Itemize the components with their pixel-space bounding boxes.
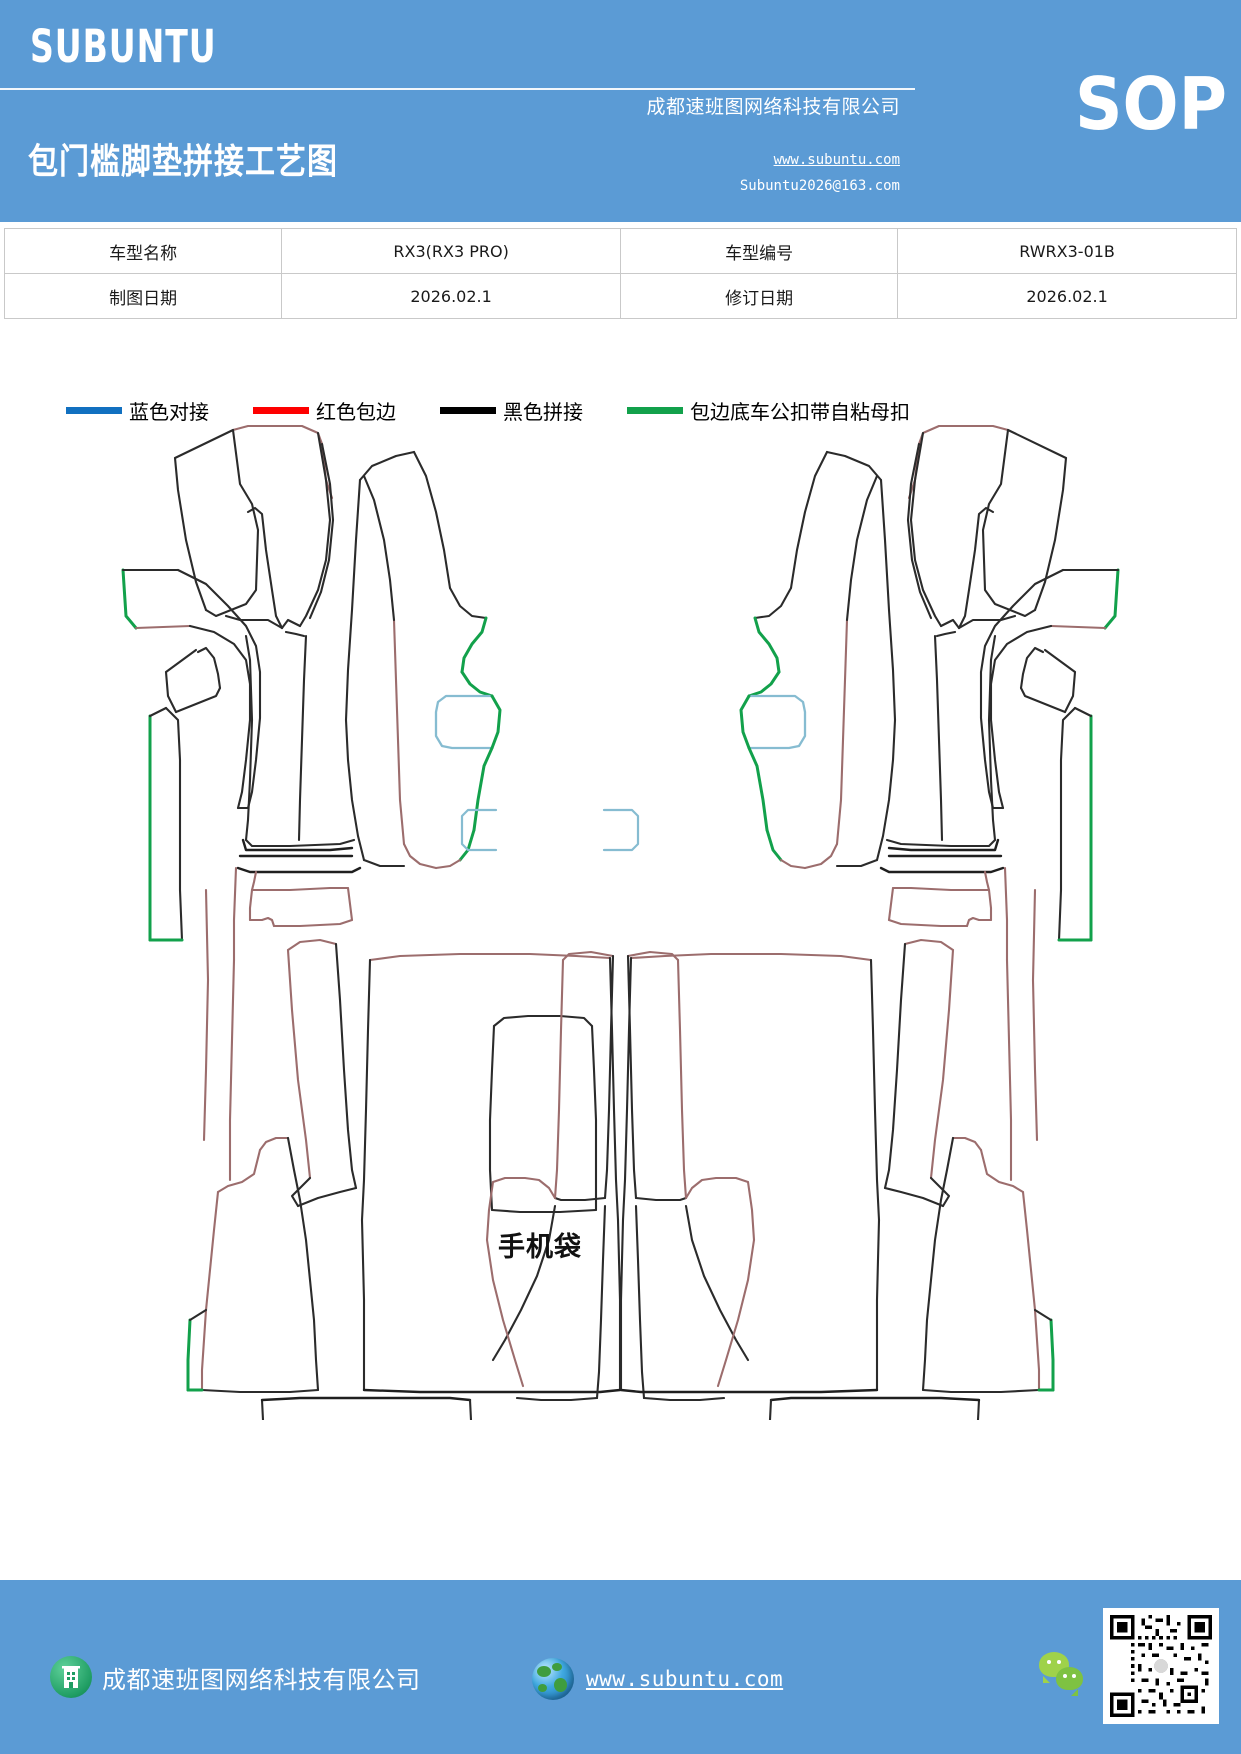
upper-left-mat-group (121, 424, 502, 1182)
technical-drawing-canvas: 手机袋 (0, 420, 1241, 1420)
legend-swatch-green-icon (627, 407, 683, 414)
legend-item-green: 包边底车公扣带自粘母扣 (627, 396, 910, 425)
qr-code (1103, 1608, 1219, 1724)
cell-draw-date-value: 2026.02.1 (281, 273, 621, 319)
upper-right-mat-group (739, 424, 1120, 1182)
globe-icon (532, 1658, 574, 1700)
table-row: 车型名称 RX3(RX3 PRO) 车型编号 RWRX3-01B (3, 228, 1237, 274)
lower-center-mat (488, 1014, 598, 1214)
legend-label-red: 红色包边 (316, 400, 396, 424)
lower-right-mat-group (485, 938, 1055, 1420)
footer-url-text[interactable]: www.subuntu.com (586, 1667, 784, 1691)
cell-model-name-value: RX3(RX3 PRO) (281, 228, 621, 274)
cell-model-code-value: RWRX3-01B (897, 228, 1237, 274)
sop-badge: SOP (1074, 62, 1227, 147)
table-row: 制图日期 2026.02.1 修订日期 2026.02.1 (3, 273, 1237, 319)
lower-left-mat-group (186, 938, 756, 1420)
header-divider (0, 88, 915, 90)
legend-label-black: 黑色拼接 (503, 400, 583, 424)
building-icon (50, 1656, 92, 1698)
footer-company: 成都速班图网络科技有限公司 (50, 1656, 421, 1698)
footer-website[interactable]: www.subuntu.com (532, 1658, 783, 1700)
legend-label-blue: 蓝色对接 (129, 400, 209, 424)
cell-revision-date-value: 2026.02.1 (897, 273, 1237, 319)
wechat-icon (1039, 1652, 1087, 1696)
vehicle-info-table: 车型名称 RX3(RX3 PRO) 车型编号 RWRX3-01B 制图日期 20… (3, 228, 1237, 319)
legend-swatch-blue-icon (66, 407, 122, 414)
phone-pocket-brackets (460, 808, 640, 852)
cell-model-code-label: 车型编号 (619, 228, 899, 274)
page-title: 包门槛脚垫拼接工艺图 (28, 141, 338, 183)
legend-item-red: 红色包边 (253, 396, 396, 425)
cell-revision-date-label: 修订日期 (619, 273, 899, 319)
header-website-link[interactable]: www.subuntu.com (773, 152, 900, 168)
header-company-name: 成都速班图网络科技有限公司 (646, 96, 900, 118)
cell-draw-date-label: 制图日期 (3, 273, 283, 319)
legend-swatch-black-icon (440, 407, 496, 414)
legend-label-green: 包边底车公扣带自粘母扣 (690, 400, 910, 424)
header-email[interactable]: Subuntu2026@163.com (739, 178, 900, 194)
legend-item-black: 黑色拼接 (440, 396, 583, 425)
brand-logo: SUBUNTU (30, 22, 217, 74)
legend-item-blue: 蓝色对接 (66, 396, 209, 425)
legend: 蓝色对接 红色包边 黑色拼接 包边底车公扣带自粘母扣 (0, 396, 1241, 425)
mat-pattern-svg (121, 424, 1120, 1420)
footer-company-name: 成都速班图网络科技有限公司 (102, 1665, 421, 1694)
page-header: SUBUNTU 包门槛脚垫拼接工艺图 成都速班图网络科技有限公司 www.sub… (0, 0, 1241, 222)
phone-pocket-label: 手机袋 (498, 1232, 582, 1263)
cell-model-name-label: 车型名称 (3, 228, 283, 274)
legend-swatch-red-icon (253, 407, 309, 414)
page-footer: 成都速班图网络科技有限公司 www.subuntu.com (0, 1580, 1241, 1754)
